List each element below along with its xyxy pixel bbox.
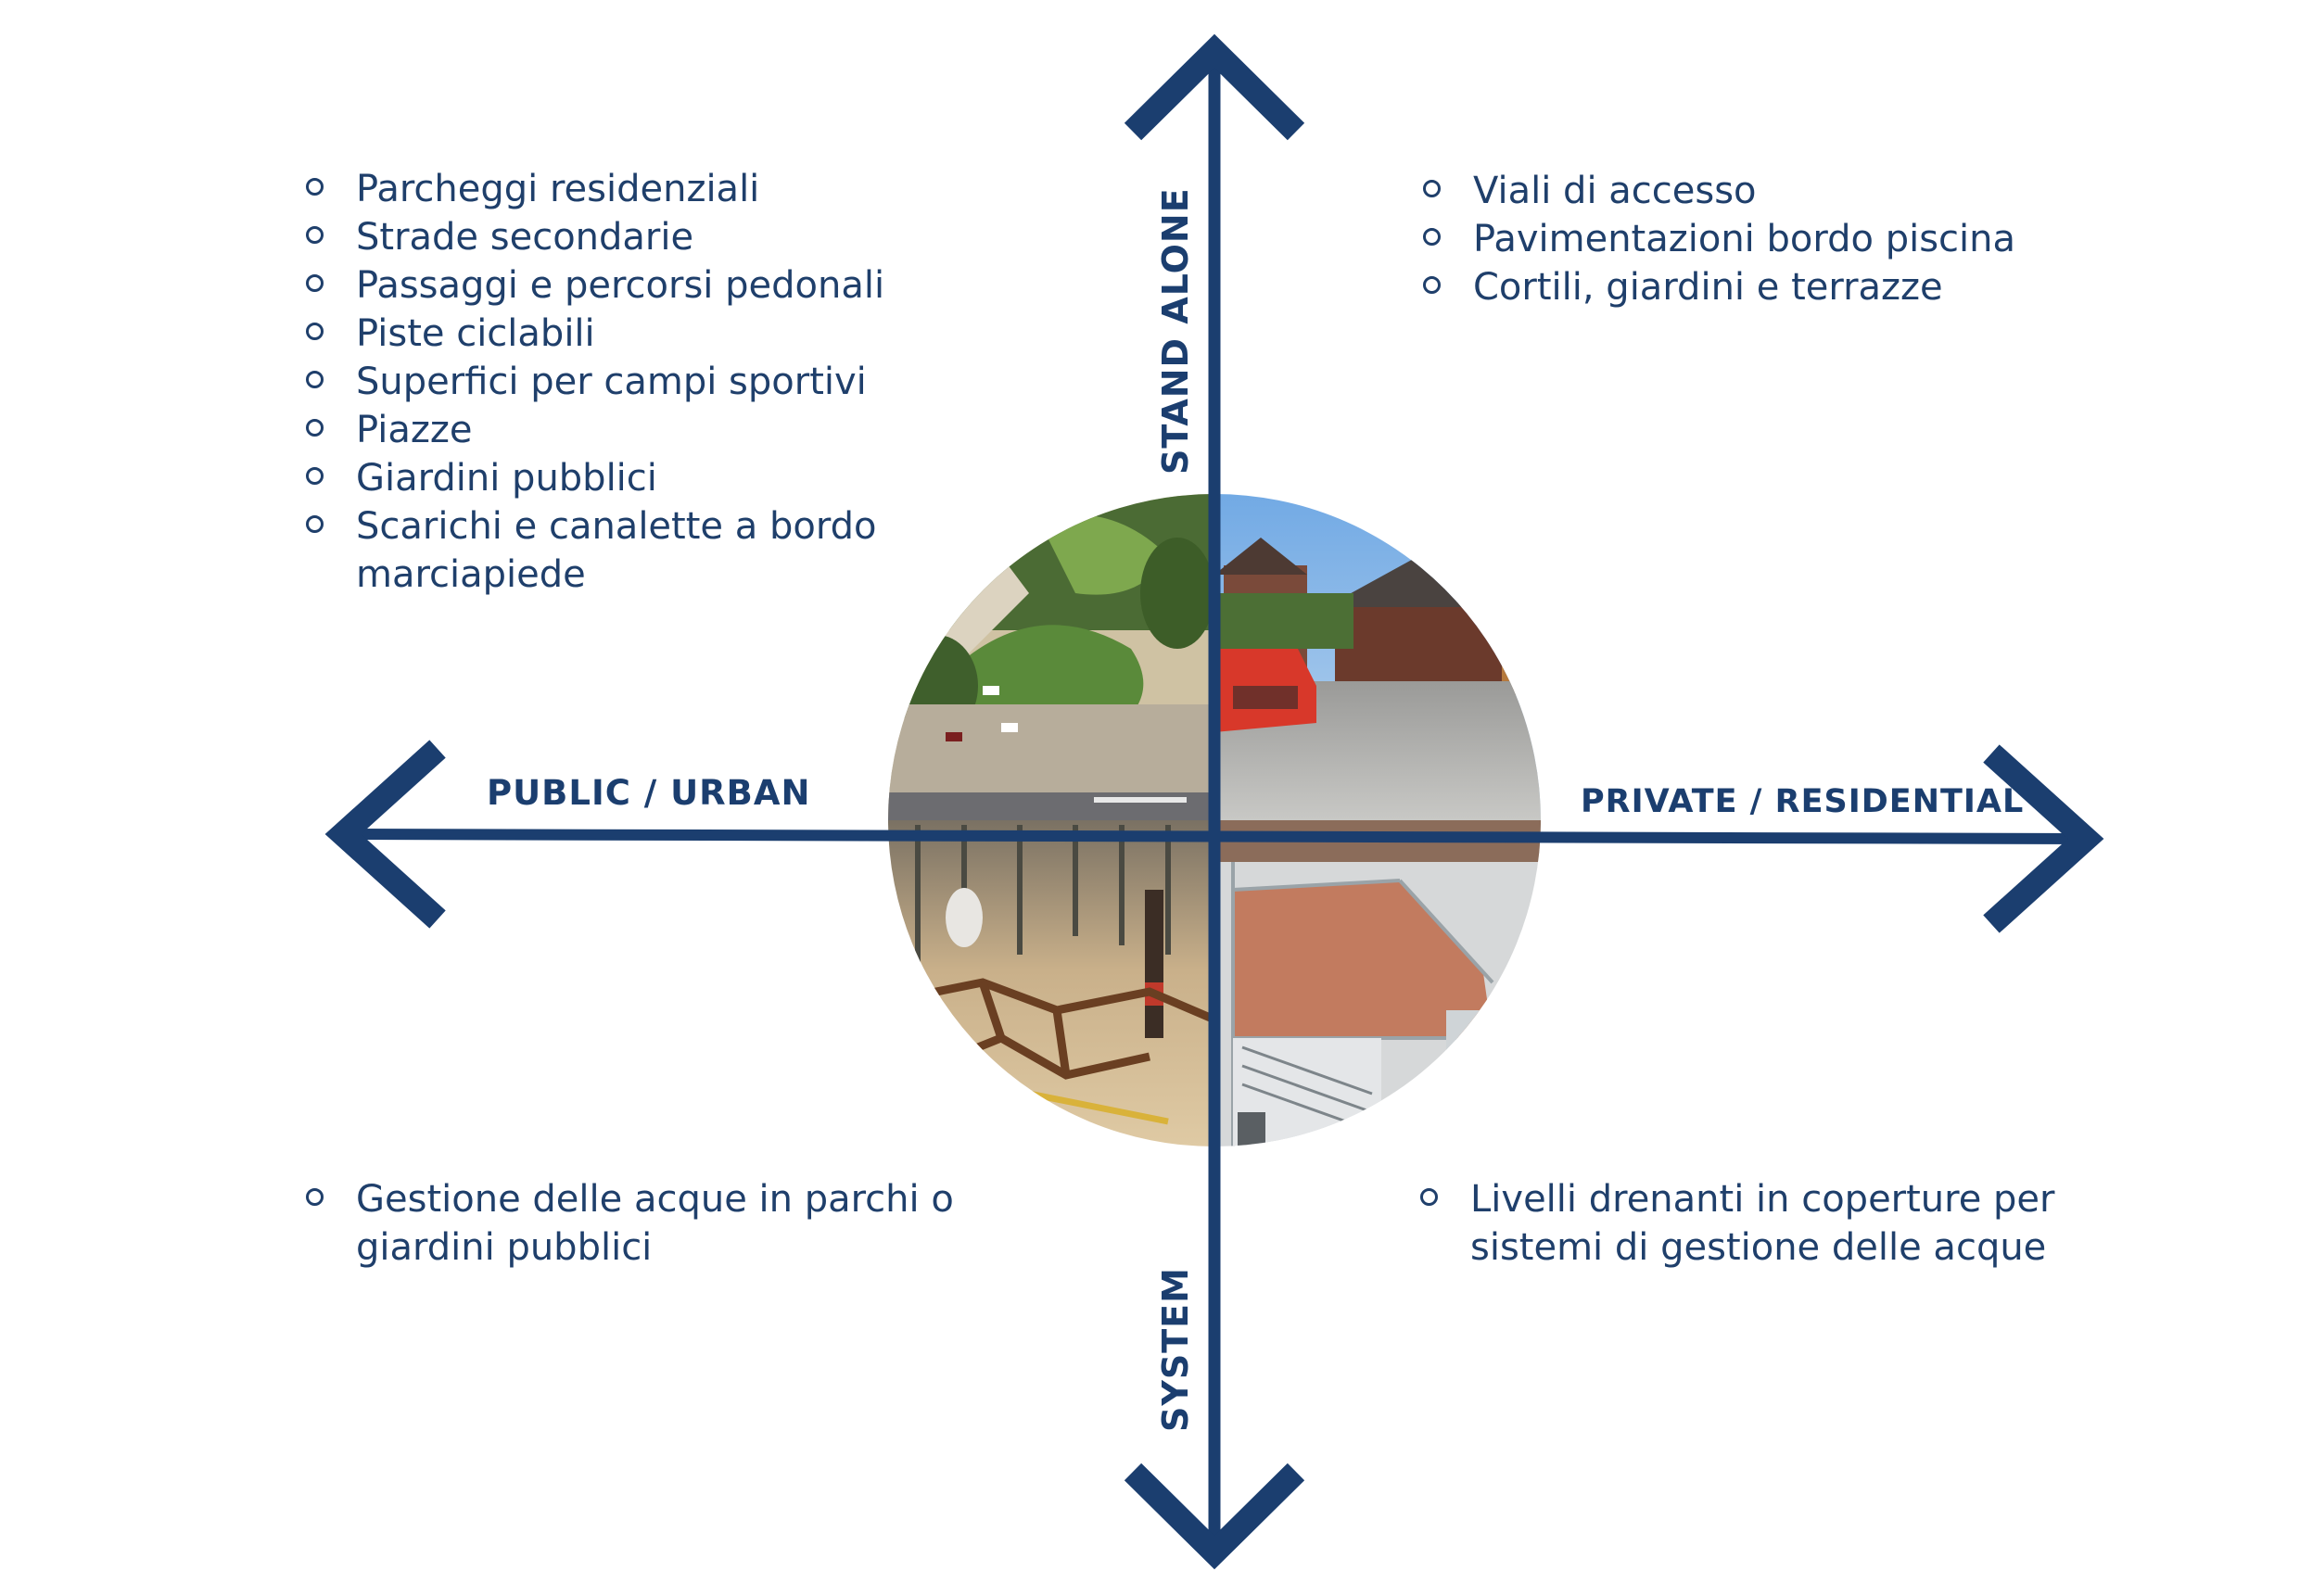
list-item-text: Viali di accesso [1473, 170, 1757, 212]
circle-bullet-icon [1420, 1188, 1438, 1206]
residential-driveway-photo [1214, 494, 1541, 820]
list-item: Piazze [306, 406, 973, 454]
circle-bullet-icon [306, 178, 324, 196]
list-item-text: Gestione delle acque in parchi o giardin… [356, 1178, 954, 1269]
list-item: Gestione delle acque in parchi o giardin… [306, 1175, 1020, 1272]
rooftop-terrace-photo [1214, 820, 1541, 1146]
list-item-text: Strade secondarie [356, 216, 694, 259]
photo-collage [888, 494, 1541, 1146]
circle-bullet-icon [306, 419, 324, 437]
circle-bullet-icon [306, 467, 324, 485]
vertical-axis [1124, 33, 1305, 1570]
circle-bullet-icon [306, 515, 324, 533]
circle-bullet-icon [306, 226, 324, 244]
up-arrowhead-icon [1124, 33, 1305, 141]
circle-bullet-icon [306, 1188, 324, 1206]
right-arrowhead-icon [1983, 744, 2104, 933]
left-arrowhead-icon [324, 740, 446, 929]
axis-label-top: STAND ALONE [1155, 187, 1196, 475]
list-item: Scarichi e canalette a bordo marciapiede [306, 502, 973, 599]
circle-bullet-icon [1423, 228, 1441, 246]
list-item-text: Scarichi e canalette a bordo marciapiede [356, 505, 877, 596]
circle-bullet-icon [306, 274, 324, 292]
list-item: Pavimentazioni bordo piscina [1423, 215, 2128, 263]
list-item: Cortili, giardini e terrazze [1423, 263, 2128, 311]
circle-bullet-icon [1423, 276, 1441, 294]
quadrant-bottom-right-list: Livelli drenanti in coperture per sistem… [1420, 1175, 2125, 1272]
list-item-text: Cortili, giardini e terrazze [1473, 266, 1943, 309]
list-item-text: Giardini pubblici [356, 457, 657, 500]
list-item: Piste ciclabili [306, 310, 973, 358]
list-item-text: Piste ciclabili [356, 312, 595, 355]
quadrant-top-right-list: Viali di accesso Pavimentazioni bordo pi… [1423, 167, 2128, 311]
circle-bullet-icon [306, 323, 324, 340]
axis-label-left: PUBLIC / URBAN [487, 773, 811, 813]
list-item-text: Superfici per campi sportivi [356, 361, 867, 403]
list-item: Viali di accesso [1423, 167, 2128, 215]
list-item-text: Pavimentazioni bordo piscina [1473, 218, 2015, 260]
quadrant-top-left-list: Parcheggi residenziali Strade secondarie… [306, 165, 973, 599]
circle-bullet-icon [1423, 180, 1441, 197]
list-item: Superfici per campi sportivi [306, 358, 973, 406]
list-item-text: Parcheggi residenziali [356, 168, 760, 210]
urban-park-aerial-photo [888, 494, 1214, 820]
list-item: Giardini pubblici [306, 454, 973, 502]
circle-bullet-icon [306, 371, 324, 388]
list-item-text: Passaggi e percorsi pedonali [356, 264, 885, 307]
axis-label-right: PRIVATE / RESIDENTIAL [1581, 783, 2025, 820]
park-tree-planting-photo [888, 820, 1216, 1146]
list-item: Livelli drenanti in coperture per sistem… [1420, 1175, 2125, 1272]
list-item-text: Livelli drenanti in coperture per sistem… [1470, 1178, 2055, 1269]
axis-label-bottom: SYSTEM [1155, 1267, 1196, 1432]
list-item: Passaggi e percorsi pedonali [306, 261, 973, 310]
list-item-text: Piazze [356, 409, 473, 451]
list-item: Strade secondarie [306, 213, 973, 261]
down-arrowhead-icon [1124, 1463, 1305, 1570]
list-item: Parcheggi residenziali [306, 165, 973, 213]
quadrant-bottom-left-list: Gestione delle acque in parchi o giardin… [306, 1175, 1020, 1272]
